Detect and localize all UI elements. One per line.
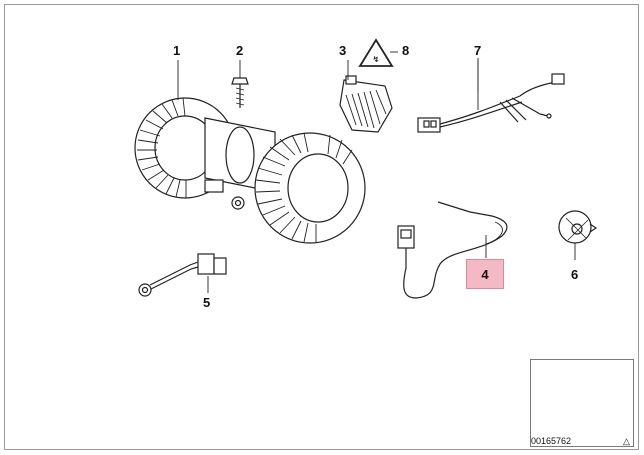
vehicle-location-thumbnail <box>530 359 634 447</box>
callout-4-label: 4 <box>481 266 489 282</box>
corner-triangle-icon: △ <box>623 436 630 446</box>
resistor-part[interactable] <box>339 75 393 133</box>
callout-8[interactable]: 8 <box>402 43 410 58</box>
leader-lines <box>177 51 487 293</box>
callout-1[interactable]: 1 <box>173 43 181 58</box>
screw-part[interactable] <box>231 77 249 108</box>
callout-3[interactable]: 3 <box>339 43 347 58</box>
callout-6[interactable]: 6 <box>571 267 579 282</box>
document-number: 00165762 <box>531 436 572 446</box>
callout-2[interactable]: 2 <box>236 43 244 58</box>
blower-motor-part[interactable] <box>134 97 366 244</box>
warning-triangle-icon: ↯ <box>358 38 394 67</box>
clip-part[interactable] <box>558 210 598 260</box>
callout-4-highlighted[interactable]: 4 <box>466 259 504 289</box>
callout-7[interactable]: 7 <box>474 43 482 58</box>
callout-5[interactable]: 5 <box>203 295 211 310</box>
svg-text:↯: ↯ <box>373 55 380 64</box>
wiring-harness-part[interactable] <box>417 60 565 133</box>
sensor-cable-part[interactable] <box>138 253 227 297</box>
sensor-harness-part[interactable] <box>397 201 508 299</box>
